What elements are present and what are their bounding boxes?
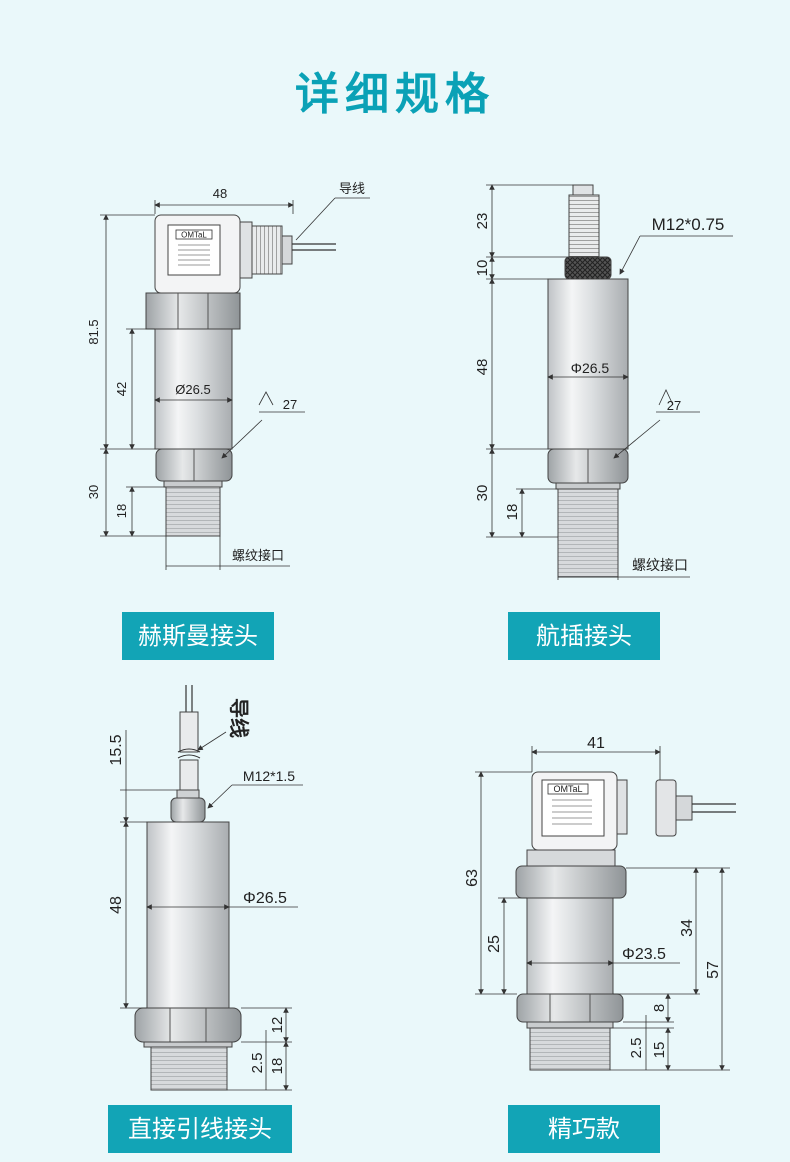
gland-tip xyxy=(675,795,693,821)
callout-wire: 导线 xyxy=(227,698,251,738)
dim-diameter: Ø26.5 xyxy=(175,382,210,397)
dim-body: 48 xyxy=(108,896,125,914)
omtal-logo xyxy=(175,229,213,240)
hex-symbol xyxy=(658,389,674,406)
gland-cap xyxy=(176,789,200,799)
dim-gland: M12*1.5 xyxy=(243,768,295,784)
dim-right-a: 34 xyxy=(679,919,696,937)
page-title: 详细规格 xyxy=(295,69,495,120)
drawing-compact: OMTaL 41 63 xyxy=(464,735,736,1071)
dim-diameter: Φ23.5 xyxy=(622,946,666,963)
dim-diameter: Φ26.5 xyxy=(571,360,610,376)
knurled-nut xyxy=(564,256,612,280)
thread xyxy=(557,488,619,578)
dim-total-height: 81.5 xyxy=(86,319,101,344)
model-label-aviation[interactable]: 航插接头 xyxy=(508,612,660,660)
label-lines xyxy=(178,244,210,266)
dim-hex: 27 xyxy=(283,397,297,412)
callout-thread-port: 螺纹接口 xyxy=(632,557,688,573)
hex-symbol xyxy=(258,391,274,406)
thread xyxy=(150,1046,228,1091)
dim-top: 23 xyxy=(474,213,491,230)
dim-hex: 8 xyxy=(651,1004,668,1012)
dim-thread: 18 xyxy=(114,504,129,518)
omtal-logo xyxy=(547,783,589,795)
dim-body-height: 42 xyxy=(114,382,129,396)
gland-grip xyxy=(251,225,283,275)
gland xyxy=(655,779,677,837)
dim-body: 48 xyxy=(474,359,491,376)
dim-bottom: 30 xyxy=(474,485,491,502)
dim-hex: 12 xyxy=(269,1017,286,1034)
top-nut xyxy=(515,865,627,899)
dim-thread: 18 xyxy=(269,1058,286,1075)
dim-right-b: 57 xyxy=(705,961,722,979)
dim-gap: 2.5 xyxy=(628,1038,645,1059)
dim-bottom: 30 xyxy=(86,485,101,499)
model-label-hirschmann[interactable]: 赫斯曼接头 xyxy=(122,612,274,660)
callout-wire: 导线 xyxy=(339,181,365,196)
dim-body: 25 xyxy=(486,935,503,953)
dim-nut: 10 xyxy=(474,260,491,277)
body xyxy=(526,897,614,995)
drawing-direct-cable: 15.5 48 Φ26.5 M12*1.5 导线 12 18 2.5 xyxy=(108,685,303,1091)
body xyxy=(146,821,230,1009)
dim-hex: 27 xyxy=(667,398,681,413)
gland-tip xyxy=(281,235,293,265)
dim-total-height: 63 xyxy=(464,869,481,887)
callout-thread-port: 螺纹接口 xyxy=(232,548,284,563)
dim-thread: 15 xyxy=(651,1042,668,1059)
logo-text: OMTaL xyxy=(553,784,582,794)
cable-jacket xyxy=(179,711,199,753)
hex xyxy=(516,993,624,1023)
drawing-aviation: 23 10 48 30 18 Φ26.5 27 M12*0.75 螺纹接 xyxy=(474,184,733,580)
dim-cable: 15.5 xyxy=(108,734,125,765)
drawing-hirschmann: OMTaL xyxy=(86,181,370,570)
dim-gap: 2.5 xyxy=(249,1053,266,1074)
dim-top-width: 41 xyxy=(587,735,605,752)
cable xyxy=(179,759,199,791)
dim-top-width: 48 xyxy=(213,186,227,201)
m12-connector xyxy=(568,194,600,258)
thread xyxy=(529,1027,611,1071)
gland-base xyxy=(239,221,253,279)
gland-nut xyxy=(170,797,206,823)
logo-text: OMTaL xyxy=(181,231,207,240)
dim-thread: 18 xyxy=(504,504,521,521)
top-nut xyxy=(145,292,241,330)
thread xyxy=(165,486,221,537)
hex xyxy=(134,1007,242,1043)
dim-diameter: Φ26.5 xyxy=(243,890,287,907)
model-label-compact[interactable]: 精巧款 xyxy=(508,1105,660,1153)
dim-connector: M12*0.75 xyxy=(652,215,725,234)
model-label-direct-cable[interactable]: 直接引线接头 xyxy=(108,1105,292,1153)
body xyxy=(547,278,629,450)
body xyxy=(154,328,233,450)
